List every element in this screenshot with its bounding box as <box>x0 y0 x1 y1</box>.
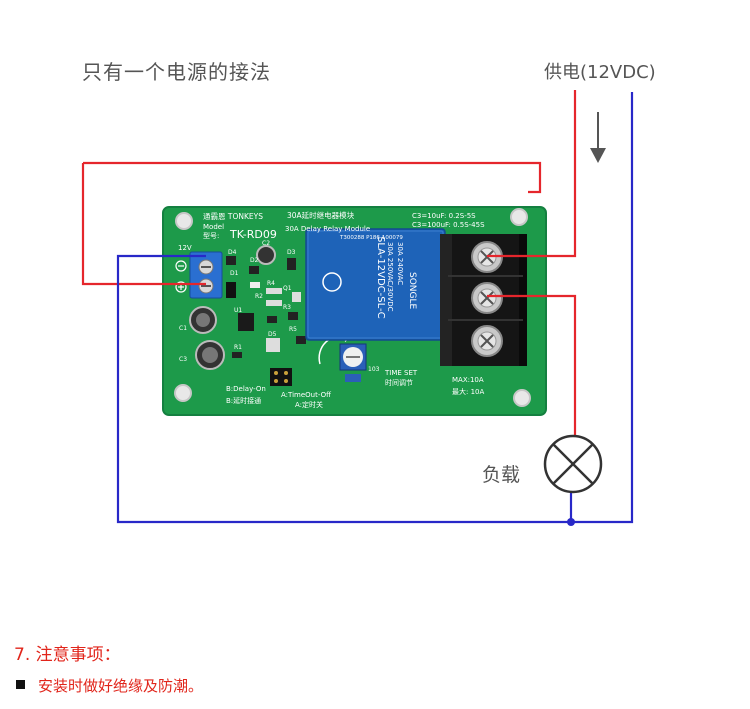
label-r1: R1 <box>234 344 242 351</box>
label-r3: R3 <box>283 304 291 311</box>
junction-dot <box>567 518 575 526</box>
max-current-label: MAX:10A <box>452 376 484 384</box>
output-terminal-block <box>440 234 527 366</box>
mode-a-label-cn: A:定时关 <box>295 400 323 409</box>
label-u1: U1 <box>234 307 242 314</box>
time-set-label: TIME SET <box>384 369 418 377</box>
label-c3: C3 <box>179 356 187 363</box>
capacitor-c2 <box>256 245 276 265</box>
relay-rating-1: 30A 250VAC/30VDC <box>386 242 394 312</box>
label-c2: C2 <box>262 240 270 247</box>
bullet-square-icon <box>16 680 25 689</box>
mounting-hole <box>175 212 193 230</box>
red-wires <box>81 90 577 442</box>
lamp-load-icon <box>543 434 603 494</box>
load-label: 负载 <box>482 464 521 486</box>
max-current-label-cn: 最大: 10A <box>452 387 484 396</box>
blue-wires <box>116 92 634 526</box>
power-pin-label: 12V <box>178 244 192 252</box>
label-r2: R2 <box>255 293 263 300</box>
label-d1: D1 <box>230 270 239 277</box>
label-d3: D3 <box>287 249 296 256</box>
down-arrow-icon <box>590 112 606 163</box>
label-d5: D5 <box>268 331 277 338</box>
relay-brand: SONGLE <box>407 272 417 310</box>
capacitor-c3 <box>195 340 225 370</box>
mounting-hole <box>513 389 531 407</box>
mode-b-label: B:Delay-On <box>226 385 266 393</box>
relay-rating-2: 30A 240VAC <box>396 242 404 285</box>
capacitor-c1 <box>189 306 217 334</box>
notes-item-text: 安装时做好绝缘及防潮。 <box>38 677 204 695</box>
board-name-en: 30A Delay Relay Module <box>285 225 370 233</box>
ic-u1 <box>238 313 254 331</box>
label-d4: D4 <box>228 249 237 256</box>
mode-a-label: A:TimeOut-Off <box>281 391 331 399</box>
time-set-potentiometer <box>339 343 367 382</box>
input-terminal-block <box>189 251 223 299</box>
label-c1: C1 <box>179 325 187 332</box>
terminal-screw-3 <box>471 325 503 357</box>
model-label: Model <box>203 223 224 231</box>
pot-value: 103 <box>368 366 380 373</box>
label-r5: R5 <box>289 326 297 333</box>
time-set-label-cn: 时间调节 <box>385 378 413 387</box>
label-q1: Q1 <box>283 285 292 292</box>
mounting-hole <box>174 384 192 402</box>
label-r4: R4 <box>267 280 275 287</box>
mounting-hole <box>510 208 528 226</box>
board-name-cn: 30A延时继电器模块 <box>287 210 355 220</box>
relay-model: SLA-12VDC-SL-C <box>375 236 386 319</box>
label-d2: D2 <box>250 257 259 264</box>
mode-jumper <box>270 368 292 386</box>
power-supply-label: 供电(12VDC) <box>544 62 656 83</box>
relay-code: T300288 P186-100079 <box>339 235 403 241</box>
board-brand: 通霸恩 TONKEYS <box>203 211 263 221</box>
mode-b-label-cn: B:延时接通 <box>226 396 261 405</box>
model-label-cn: 型号: <box>203 231 219 240</box>
relay-module-board: 通霸恩 TONKEYS Model 型号: TK-RD09 30A延时继电器模块… <box>162 206 547 416</box>
cap-note-2: C3=100uF: 0.5S-45S <box>412 221 485 229</box>
terminal-screw-2 <box>471 282 503 314</box>
diagram-title: 只有一个电源的接法 <box>82 60 271 84</box>
cap-note-1: C3=10uF: 0.2S-5S <box>412 212 476 220</box>
notes-heading: 7. 注意事项： <box>14 645 121 665</box>
board-model: TK-RD09 <box>229 228 277 241</box>
